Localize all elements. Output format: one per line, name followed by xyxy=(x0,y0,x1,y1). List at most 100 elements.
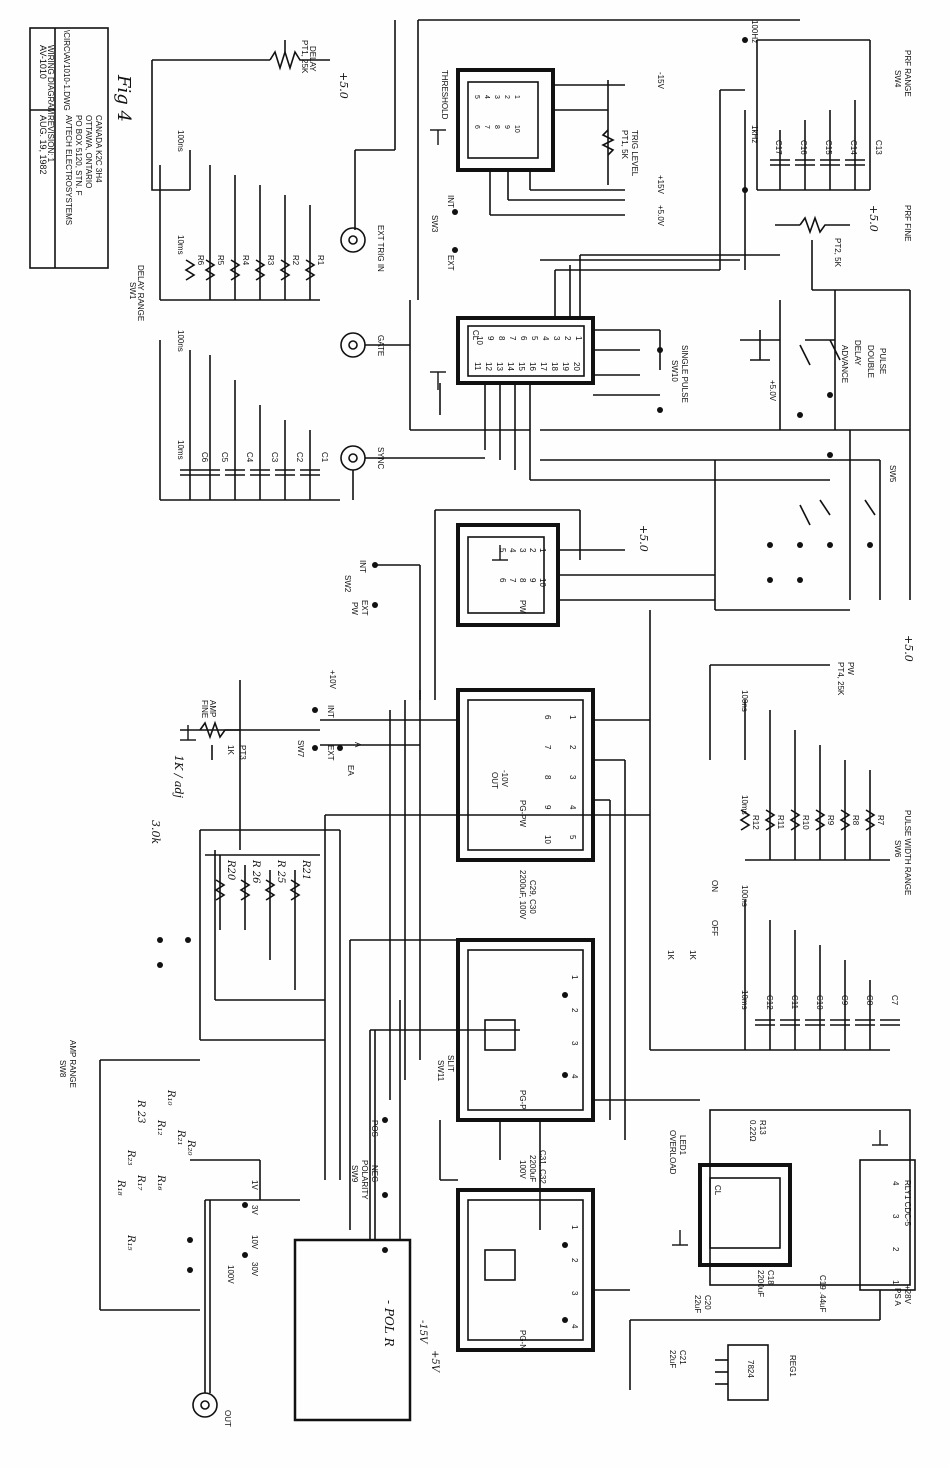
res-r2: R2 xyxy=(291,255,300,266)
pos28-rail: +28V xyxy=(903,1285,912,1305)
reg-cl-label: CL xyxy=(713,1185,722,1196)
pg-p-label: PG-P xyxy=(518,1090,527,1110)
c20-label: C20 xyxy=(703,1295,712,1310)
off-label: OFF xyxy=(710,920,719,936)
amp-10v: 10V xyxy=(250,1235,259,1250)
cl-pin-19: 19 xyxy=(561,362,570,371)
sw5-double: DOUBLE xyxy=(866,345,875,378)
cap-c15: C15 xyxy=(824,140,833,155)
pos5-rail: +5.0V xyxy=(656,205,665,227)
psa-label: PS A xyxy=(893,1288,902,1306)
cap-c10: C10 xyxy=(815,995,824,1010)
relay-frame xyxy=(709,1109,911,1286)
delay-range-label: DELAY RANGE xyxy=(136,265,145,321)
company-line-4: CANADA K2C 3H4 xyxy=(94,115,103,183)
cap-c16: C16 xyxy=(799,140,808,155)
cap-c11: C11 xyxy=(790,995,799,1010)
company-line-1: AVTECH ELECTROSYSTEMS xyxy=(64,115,73,225)
cap-c17: C17 xyxy=(774,140,783,155)
pg-p-pin-4: 4 xyxy=(570,1074,579,1079)
pw-range-label: PULSE WIDTH RANGE xyxy=(903,810,912,895)
sw3-ext: EXT xyxy=(446,255,455,271)
prf-fine-label: PRF FINE xyxy=(903,205,912,241)
pg-pw-pin-10: 10 xyxy=(543,835,552,844)
sw5-advance: ADVANCE xyxy=(840,345,849,383)
amp-range-sw: SW8 xyxy=(58,1060,67,1078)
gate-label: GATE xyxy=(376,335,385,356)
relay-pin-2: 2 xyxy=(891,1247,900,1252)
sw3-label: SW3 xyxy=(430,215,439,233)
pw-pin-3: 3 xyxy=(518,548,527,553)
cap-c13: C13 xyxy=(874,140,883,155)
res-r8: R8 xyxy=(851,815,860,826)
hw-r25: R 25 xyxy=(275,859,286,883)
r1k-a: 1K xyxy=(666,950,675,960)
c19-label: C19 .44uF xyxy=(818,1275,827,1312)
hw-amp-pot: 1K / adj xyxy=(172,755,185,799)
prf-range-sw: SW4 xyxy=(893,70,902,88)
cap-c9: C9 xyxy=(840,995,849,1006)
neg10-rail: -10V xyxy=(500,770,509,788)
threshold-pin-8: 8 xyxy=(493,125,500,129)
pw-pot-label: PW xyxy=(846,662,855,675)
pg-pw-pin-8: 8 xyxy=(543,775,552,780)
hw-r-note-2: R 23 xyxy=(135,1099,146,1123)
pg-pw-pin-4: 4 xyxy=(568,805,577,810)
amp-fine-pt3: PT3 xyxy=(238,745,247,760)
c21-label: C21 xyxy=(678,1350,687,1365)
sw9-label: SW9 xyxy=(350,1165,359,1183)
relay-pin-3: 3 xyxy=(891,1214,900,1219)
res-r5: R5 xyxy=(216,255,225,266)
out-label: OUT xyxy=(223,1410,232,1427)
neg-polarity: NEG xyxy=(370,1165,379,1182)
prf-1khz: 1kHz xyxy=(750,125,759,143)
company-line-3: OTTAWA, ONTARIO xyxy=(84,115,93,188)
relay-label: RLY1 CDC-5 xyxy=(903,1180,912,1227)
sw3-int: INT xyxy=(446,195,455,208)
c31-voltage: 100V xyxy=(518,1160,527,1179)
pw-module xyxy=(456,523,560,627)
r13-value: 0.22Ω xyxy=(748,1120,757,1142)
cl-pin-2: 2 xyxy=(563,336,572,341)
on-label: ON xyxy=(710,880,719,892)
pw-pin-5: 5 xyxy=(498,548,507,553)
threshold-label: THRESHOLD xyxy=(440,70,449,120)
threshold-pin-4: 4 xyxy=(483,95,490,99)
pg-pw-pin-9: 9 xyxy=(543,805,552,810)
cl-pin-1: 1 xyxy=(574,336,583,341)
hw-r-note-6: R₂₃ xyxy=(125,1149,136,1166)
cap-c14: C14 xyxy=(849,140,858,155)
hw-plus5-d: +5.0 xyxy=(902,635,915,662)
pw-100ns-b: 100ns xyxy=(740,885,749,907)
sync-label: SYNC xyxy=(376,447,385,469)
out-rail: OUT xyxy=(490,772,499,789)
threshold-pin-10: 10 xyxy=(513,125,520,133)
pw-range-sw: SW6 xyxy=(893,840,902,858)
led-desc: OVERLOAD xyxy=(668,1130,677,1175)
revision-label: REVISION: 1 xyxy=(46,115,55,163)
c21-value: 22uF xyxy=(668,1350,677,1368)
polarity-label: POLARITY xyxy=(360,1160,369,1200)
cl-pin-14: 14 xyxy=(506,362,515,371)
relay-pin-4: 4 xyxy=(891,1181,900,1186)
pg-pw-label: PG-PW xyxy=(518,800,527,828)
cap-c2: C2 xyxy=(295,452,304,463)
pw-pin-2: 2 xyxy=(528,548,537,553)
sw7-ext: EXT xyxy=(326,745,335,761)
delay-pot-label: DELAY xyxy=(308,46,317,72)
pw-pin-8: 8 xyxy=(518,578,527,583)
pg-p-pin-1: 1 xyxy=(570,975,579,980)
amp-1v: 1V xyxy=(250,1180,259,1190)
cl-pin-11: 11 xyxy=(473,362,482,371)
cap-c8: C8 xyxy=(865,995,874,1006)
sw7-int: INT xyxy=(326,705,335,718)
c29-value: 2200uF, 100V xyxy=(518,870,527,920)
sw7-ea: EA xyxy=(346,765,355,776)
ext-trig-label: EXT TRIG IN xyxy=(376,225,385,272)
pw-module-label: PW xyxy=(518,600,527,613)
relay-pin-1: 1 xyxy=(891,1280,900,1285)
reg-7824-label: 7824 xyxy=(746,1360,755,1378)
r1k-b: 1K xyxy=(688,950,697,960)
res-r11: R11 xyxy=(776,815,785,830)
pos15-rail: +15V xyxy=(656,175,665,195)
